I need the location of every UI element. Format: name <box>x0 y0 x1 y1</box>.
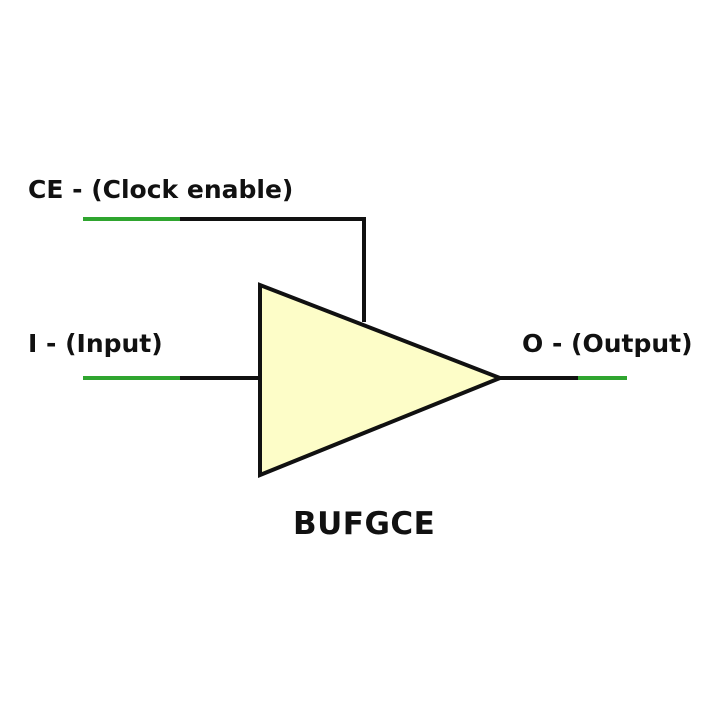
ce-wire <box>180 217 366 322</box>
buffer-triangle <box>258 282 506 478</box>
diagram-title: BUFGCE <box>293 506 436 542</box>
ce-port-label: CE - (Clock enable) <box>28 175 294 204</box>
o-port-label: O - (Output) <box>522 329 693 358</box>
i-port-label: I - (Input) <box>28 329 163 358</box>
